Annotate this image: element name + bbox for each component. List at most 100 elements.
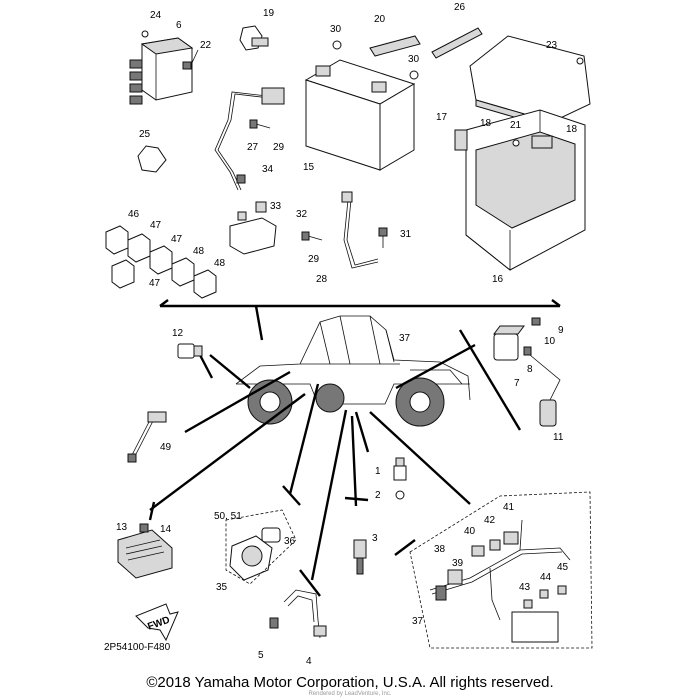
callout-brackets: [148, 329, 522, 597]
callout-labels: 24 6 22 19 30 20 26 23 30 17 18 21 18 25…: [116, 2, 578, 667]
callout-24: 24: [150, 10, 162, 21]
relay-block-part-38-39: [435, 569, 463, 601]
cable-part-28: [341, 191, 379, 269]
relay-part-46: [105, 225, 129, 255]
relay-part-48-a: [171, 257, 195, 287]
callout-43: 43: [519, 582, 531, 593]
callout-48-b: 48: [214, 258, 226, 269]
callout-29-b: 29: [308, 254, 320, 265]
connector-part-42: [489, 539, 501, 551]
callout-27: 27: [247, 142, 259, 153]
bolt-part-34: [236, 174, 246, 184]
bolt-part-8: [523, 346, 532, 356]
bolt-part-29-b: [301, 231, 323, 241]
callout-30-a: 30: [330, 24, 342, 35]
section-bracket: [159, 299, 561, 308]
copyright-notice: ©2018 Yamaha Motor Corporation, U.S.A. A…: [146, 674, 554, 691]
bolt-part-24: [141, 30, 149, 38]
callout-7: 7: [514, 378, 520, 389]
bolt-part-9: [531, 317, 541, 326]
diagram-code: 2P54100-F480: [104, 642, 171, 653]
connector-part-43: [523, 599, 533, 609]
clamp-part-25: [137, 145, 167, 173]
relay-block-part-6: [129, 37, 194, 105]
sensor-part-49: [127, 411, 167, 463]
plug-cap-part-11: [529, 354, 561, 427]
bolt-part-14: [139, 523, 149, 533]
callout-23: 23: [546, 40, 558, 51]
callout-50-51: 50, 51: [214, 511, 242, 522]
callout-37-b: 37: [412, 616, 424, 627]
callout-5: 5: [258, 650, 264, 661]
callout-39: 39: [452, 558, 464, 569]
utv-vehicle-outline: [235, 315, 471, 427]
relay-part-47-a: [127, 233, 151, 263]
callout-17: 17: [436, 112, 448, 123]
gasket-part-2: [395, 490, 405, 500]
cable-part-27: [214, 87, 285, 191]
callout-4: 4: [306, 656, 312, 667]
callout-38: 38: [434, 544, 446, 555]
callout-3: 3: [372, 533, 378, 544]
connector-part-45: [557, 585, 567, 595]
band-part-26: [431, 27, 483, 59]
callout-12: 12: [172, 328, 184, 339]
starter-relay-part-32: [229, 201, 277, 255]
callout-15: 15: [303, 162, 315, 173]
switch-cover-part-36: [225, 509, 297, 585]
callout-22: 22: [200, 40, 212, 51]
bolt-part-5: [269, 617, 279, 629]
battery-box-part-16: [454, 109, 586, 271]
leader-lines: [149, 305, 476, 581]
callout-47-b: 47: [171, 234, 183, 245]
wire-harness-part-37: [409, 491, 593, 649]
callout-32: 32: [296, 209, 308, 220]
strap-part-20: [369, 35, 421, 57]
bracket-part-4: [283, 589, 327, 639]
callout-46: 46: [128, 209, 140, 220]
callout-41: 41: [503, 502, 515, 513]
callout-35: 35: [216, 582, 228, 593]
spark-plug-part-1: [393, 457, 407, 481]
callout-8: 8: [527, 364, 533, 375]
sensor-part-12: [177, 343, 203, 359]
callout-28: 28: [316, 274, 328, 285]
relay-part-47-b: [149, 245, 173, 275]
fwd-arrow-icon: FWD: [135, 603, 179, 642]
callout-6: 6: [176, 20, 182, 31]
callout-47-a: 47: [150, 220, 162, 231]
callout-42: 42: [484, 515, 496, 526]
callout-40: 40: [464, 526, 476, 537]
battery-part-15: [304, 59, 416, 171]
callout-10: 10: [544, 336, 556, 347]
callout-34: 34: [262, 164, 274, 175]
callout-16: 16: [492, 274, 504, 285]
callout-29-a: 29: [273, 142, 285, 153]
connector-part-44: [539, 589, 549, 599]
callout-37-a: 37: [399, 333, 411, 344]
callout-18-a: 18: [480, 118, 492, 129]
callout-20: 20: [374, 14, 386, 25]
callout-30-b: 30: [408, 54, 420, 65]
callout-33: 33: [270, 201, 282, 212]
callout-36: 36: [284, 536, 296, 547]
bolt-part-29-a: [249, 119, 271, 129]
sensor-part-3: [353, 539, 367, 575]
callout-18-b: 18: [566, 124, 578, 135]
callout-48-a: 48: [193, 246, 205, 257]
nut-part-30-b: [409, 70, 419, 80]
callout-11: 11: [553, 432, 564, 443]
callout-9: 9: [558, 325, 564, 336]
bolt-part-22: [182, 49, 199, 70]
callout-19: 19: [263, 8, 275, 19]
switch-part-35: [229, 527, 281, 581]
callout-31: 31: [400, 229, 412, 240]
ecu-part-13: [117, 529, 173, 579]
callout-13: 13: [116, 522, 128, 533]
watermark: Rendered by LeadVenture, Inc.: [308, 691, 392, 697]
callout-26: 26: [454, 2, 466, 13]
callout-44: 44: [540, 572, 552, 583]
callout-21: 21: [510, 120, 522, 131]
callout-14: 14: [160, 524, 172, 535]
